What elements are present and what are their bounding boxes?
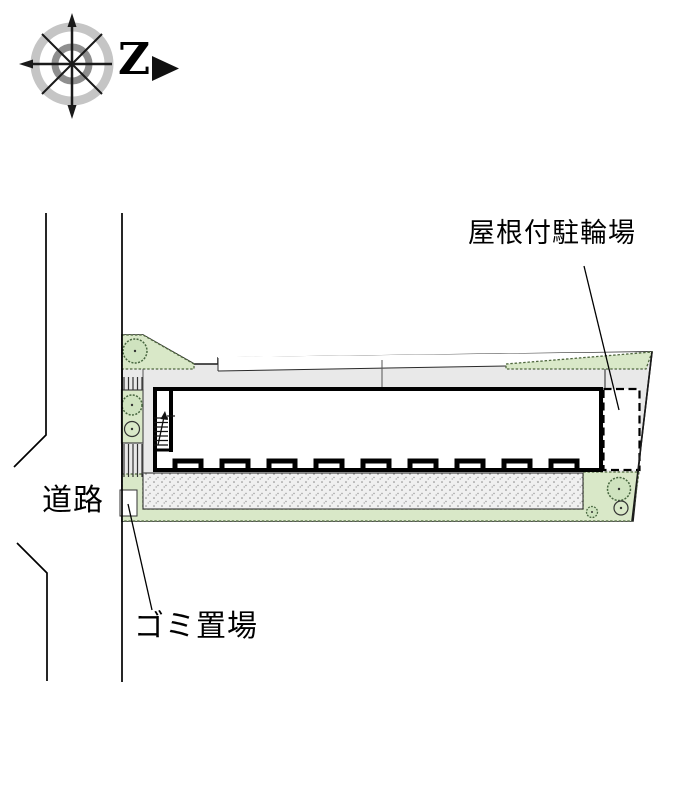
road-left-edge-lower	[16, 542, 48, 681]
tree-icon-right-round	[613, 500, 629, 516]
entry-steps-upper	[123, 377, 143, 390]
road-left-edge-upper	[13, 213, 47, 468]
stairs-icon	[154, 411, 175, 446]
planting-area-bottom-strip	[121, 471, 640, 522]
garbage-area-label: ゴミ置場	[134, 609, 258, 644]
tree-icon-planter-round	[123, 420, 141, 438]
bicycle-parking-label: 屋根付駐輪場	[468, 218, 636, 249]
tree-icon-planter-shrub	[121, 394, 143, 416]
tree-icon-right-small	[585, 505, 599, 519]
garbage-leader-line	[127, 503, 153, 611]
building-outline	[153, 387, 603, 472]
north-indicator-letter: Z	[118, 34, 151, 85]
building-partition-bumps	[172, 458, 580, 469]
planting-area-top-right-wedge	[505, 351, 653, 370]
stipple-ground	[142, 472, 584, 510]
compass-rose	[19, 13, 179, 119]
site-right-boundary-line	[631, 351, 653, 522]
garbage-area-notch	[119, 489, 138, 517]
bicycle-parking-dashed-area	[602, 387, 641, 472]
road-label: 道路	[42, 483, 104, 518]
tree-icon-corner	[122, 338, 148, 364]
bicycle-parking-leader-line	[583, 265, 620, 411]
north-arrow-icon	[152, 56, 179, 81]
walkway-top-edge-line	[217, 365, 507, 372]
entry-steps-lower	[123, 444, 143, 477]
tree-icon-right-large	[606, 476, 632, 502]
